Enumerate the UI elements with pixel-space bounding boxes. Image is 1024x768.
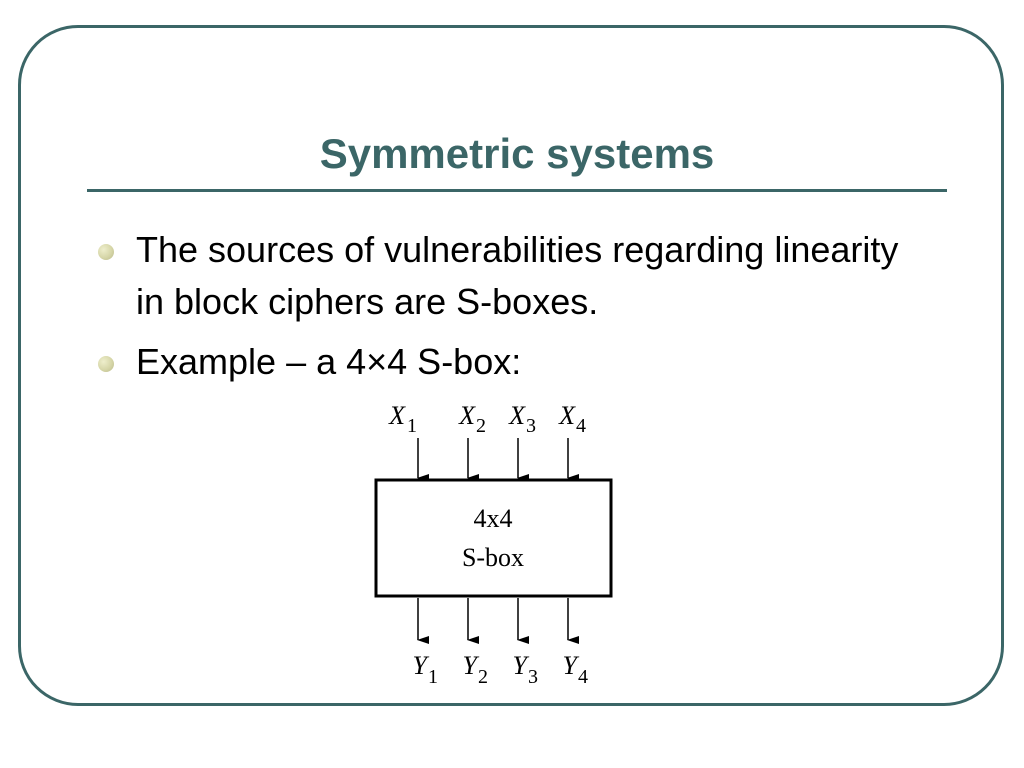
output-index-1: 1 [428,666,438,688]
output-label-y1: Y [413,651,430,680]
output-index-3: 3 [528,666,538,688]
output-label-y2: Y [463,651,480,680]
input-index-4: 4 [576,415,586,437]
input-arrows [417,438,579,482]
sbox-size-label: 4x4 [474,504,513,533]
bullet-text: The sources of vulnerabilities regarding… [136,229,899,322]
output-label-y3: Y [513,651,530,680]
input-label-x1: X [388,401,406,430]
bullet-item-example: Example – a 4×4 S-box: [96,336,926,388]
title-divider [87,189,947,192]
output-arrows [417,598,579,644]
output-index-4: 4 [578,666,588,688]
output-index-2: 2 [478,666,488,688]
input-label-x4: X [558,401,576,430]
input-label-x2: X [458,401,476,430]
input-label-x3: X [508,401,526,430]
output-labels: Y 1 Y 2 Y 3 Y 4 [413,651,588,688]
slide-title: Symmetric systems [319,130,715,177]
bullet-item-linearity: The sources of vulnerabilities regarding… [96,224,926,328]
sbox-block [374,478,613,598]
bullet-icon [98,356,114,372]
bullet-text: Example – a 4×4 S-box: [136,341,522,382]
output-label-y4: Y [563,651,580,680]
bullet-list: The sources of vulnerabilities regarding… [96,224,926,396]
input-index-3: 3 [526,415,536,437]
input-labels: X 1 X 2 X 3 X 4 [388,401,586,437]
input-index-1: 1 [407,415,417,437]
sbox-diagram: X 1 X 2 X 3 X 4 4x4 S-box Y 1 Y 2 Y 3 Y … [374,401,613,688]
slide-frame [18,25,1004,706]
bullet-icon [98,244,114,260]
sbox-name-label: S-box [462,543,524,572]
input-index-2: 2 [476,415,486,437]
